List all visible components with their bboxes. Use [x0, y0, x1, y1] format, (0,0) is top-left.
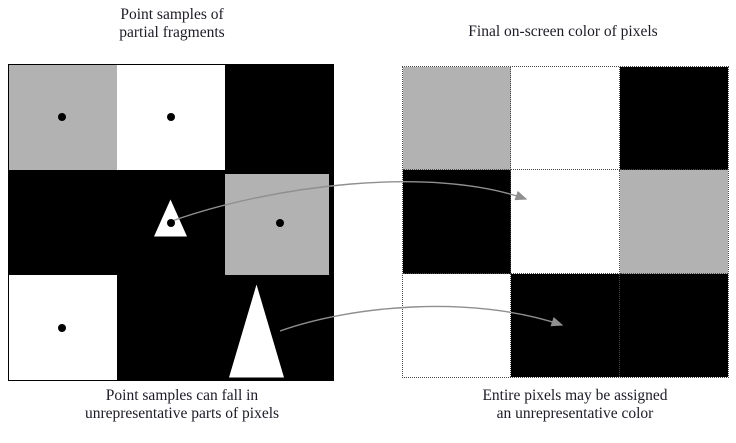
right-caption-line2: an unrepresentative color: [496, 405, 654, 422]
left-grid-pixel-r2c1: [117, 275, 225, 380]
sample-point-dot-r0c1: [167, 112, 175, 121]
right-grid-caption: Entire pixels may be assigned an unrepre…: [425, 387, 725, 423]
right-grid-pixel-r2c0: [403, 273, 512, 377]
right-grid-pixel-r2c2: [619, 273, 728, 377]
left-grid-title: Point samples of partial fragments: [52, 6, 292, 42]
left-grid-pixel-r2c2: [225, 275, 333, 380]
right-title-line1: Final on-screen color of pixels: [468, 23, 658, 40]
sample-point-dot-r1c2: [275, 218, 284, 227]
right-grid-pixel-r1c0: [403, 170, 512, 274]
right-grid-final-pixels: [402, 66, 729, 378]
sample-point-dot-r0c0: [58, 112, 67, 121]
right-grid-pixel-r0c2: [619, 67, 728, 171]
left-caption-line1: Point samples can fall in: [105, 387, 259, 404]
left-caption-line2: unrepresentative parts of pixels: [84, 405, 280, 422]
left-grid-caption: Point samples can fall in unrepresentati…: [32, 387, 332, 423]
right-grid-title: Final on-screen color of pixels: [413, 23, 713, 41]
left-title-line2: partial fragments: [119, 24, 225, 41]
left-grid-pixel-r1c0: [9, 170, 117, 275]
left-grid-pixel-r0c2: [225, 65, 333, 170]
right-grid-pixel-r0c1: [511, 67, 620, 171]
right-grid-pixel-r1c1: [511, 170, 620, 274]
sample-point-dot-r2c0: [58, 324, 67, 333]
right-grid-pixel-r0c0: [403, 67, 512, 171]
right-grid-pixel-r2c1: [511, 273, 620, 377]
right-caption-line1: Entire pixels may be assigned: [482, 387, 668, 404]
left-title-line1: Point samples of: [120, 6, 224, 23]
right-grid-pixel-r1c2: [619, 170, 728, 274]
sample-point-dot-r1c1: [167, 218, 175, 227]
